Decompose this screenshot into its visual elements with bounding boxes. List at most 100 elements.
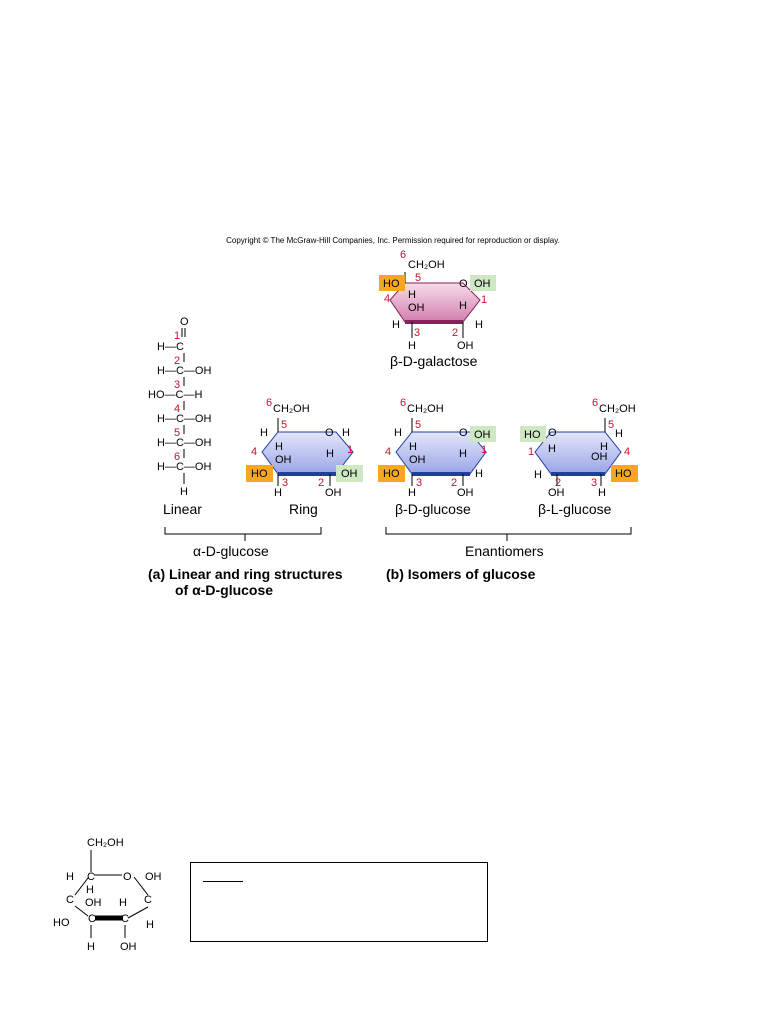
galactose-h-c1-bot: H [475,319,483,331]
bracket-a-label: α-D-glucose [193,543,269,559]
beta-d-num-1: 1 [481,444,487,456]
beta-l-glucose-structure: 6 CH₂OH 5 HO O H H OH H 1 4 H HO 2 3 OH … [520,397,638,517]
linear-row-c1: H—C [157,341,184,353]
beta-d-num-4: 4 [385,446,391,458]
ring-num-4: 4 [251,446,257,458]
bottom-c3: C [88,913,96,925]
bottom-c4: C [66,894,74,906]
galactose-ho: HO [383,278,400,290]
beta-l-ho-c4: HO [615,468,632,480]
beta-l-num-6: 6 [592,397,598,409]
ring-num-5: 5 [281,419,287,431]
ring-num-3: 3 [282,477,288,489]
beta-l-o: O [548,427,557,439]
ring-o: O [325,427,334,439]
bottom-ch2oh: CH₂OH [87,837,124,849]
linear-num-6: 6 [174,451,180,463]
ring-h-c1-top: H [342,427,350,439]
ring-h-c4: H [275,441,283,453]
beta-l-oh-c2: OH [548,487,565,499]
ring-ho-box [246,465,273,482]
beta-d-oh-box [470,426,496,442]
bracket-b: Enantiomers [385,527,632,559]
bottom-h-c1: H [146,919,154,931]
galactose-num-2: 2 [452,327,458,339]
linear-label: Linear [163,501,202,517]
ring-oh-box [336,465,363,482]
beta-d-h-c1-bot: H [475,468,483,480]
ring-num-1: 1 [347,444,353,456]
bottom-glucose-structure: CH₂OH H C H O OH C OH H C C H HO C C H O… [53,837,162,953]
beta-d-h-c3: H [408,487,416,499]
galactose-num-1: 1 [481,294,487,306]
beta-l-h-c4: H [600,441,608,453]
caption-b: (b) Isomers of glucose [386,566,536,582]
galactose-ch2oh: CH₂OH [408,259,445,271]
galactose-num-3: 3 [414,327,420,339]
beta-d-num-5: 5 [415,419,421,431]
answer-blank-line [203,881,243,882]
bottom-oh-c1: OH [145,871,162,883]
linear-row-c3: HO—C—H [148,389,202,401]
bottom-ho: HO [53,917,70,929]
beta-l-ho-box [520,426,546,442]
galactose-h-c1: H [459,300,467,312]
beta-d-ho-box [378,465,405,482]
linear-row-c4: H—C—OH [157,413,211,425]
galactose-ho-box [379,275,405,291]
linear-row-c2: H—C—OH [157,365,211,377]
ring-oh-c4: OH [275,454,292,466]
beta-d-num-3: 3 [416,477,422,489]
galactose-h-c4-bot: H [392,319,400,331]
linear-row-c6: H—C—OH [157,461,211,473]
beta-l-num-2: 2 [555,477,561,489]
ring-ho: HO [251,468,268,480]
answer-box[interactable] [190,862,488,942]
bottom-h-c3: H [87,941,95,953]
galactose-name: β-D-galactose [390,353,478,369]
beta-l-h-left: H [534,469,542,481]
beta-l-oh-c4: OH [591,451,608,463]
bottom-oh-c2: OH [120,941,137,953]
linear-num-4: 4 [174,403,180,415]
ring-num-2: 2 [318,477,324,489]
beta-l-h-c1: H [548,443,556,455]
beta-l-num-1: 1 [528,446,534,458]
galactose-ring-o: O [459,278,468,290]
beta-l-ho-c1: HO [524,429,541,441]
bottom-h-top-left: H [66,871,74,883]
beta-d-ch2oh: CH₂OH [407,403,444,415]
bottom-c1: C [144,894,152,906]
beta-d-h-c4: H [409,441,417,453]
linear-num-3: 3 [174,379,180,391]
beta-d-oh-c2: OH [457,487,474,499]
beta-d-oh-c1: OH [474,429,491,441]
copyright-text: Copyright © The McGraw-Hill Companies, I… [226,236,560,245]
galactose-oh-c2: OH [457,340,474,352]
bracket-a: α-D-glucose [164,527,322,559]
beta-d-num-2: 2 [451,477,457,489]
beta-l-label: β-L-glucose [538,501,612,517]
galactose-structure: 6 CH₂OH 5 O HO OH H H OH 4 1 H H 3 2 H O… [379,249,496,369]
linear-structure: O 1 H—C 2 H—C—OH 3 HO—C—H 4 H—C—OH 5 H—C… [148,316,211,517]
ring-structure: 6 CH₂OH 5 O H H H OH H 4 1 HO OH 3 2 H O… [246,397,363,517]
bottom-o: O [123,871,132,883]
beta-d-o: O [459,427,468,439]
ring-label: Ring [289,501,318,517]
galactose-num-6: 6 [400,249,406,261]
ring-h-c5: H [260,427,268,439]
beta-l-num-4: 4 [624,446,630,458]
caption-a-line1: (a) Linear and ring structures [148,566,343,582]
beta-l-h-c3: H [598,487,606,499]
beta-l-h-c5: H [615,428,623,440]
beta-d-num-6: 6 [400,397,406,409]
caption-a-line2: of α-D-glucose [175,582,273,598]
beta-l-ch2oh: CH₂OH [599,403,636,415]
beta-d-glucose-structure: 6 CH₂OH 5 O H OH H OH H 4 1 HO H 3 2 H O… [378,397,496,517]
galactose-oh-c1: OH [474,278,491,290]
linear-row-c5: H—C—OH [157,437,211,449]
linear-row-o: O [180,316,189,328]
beta-l-ho-orange-box [611,465,638,482]
beta-d-label: β-D-glucose [395,501,471,517]
